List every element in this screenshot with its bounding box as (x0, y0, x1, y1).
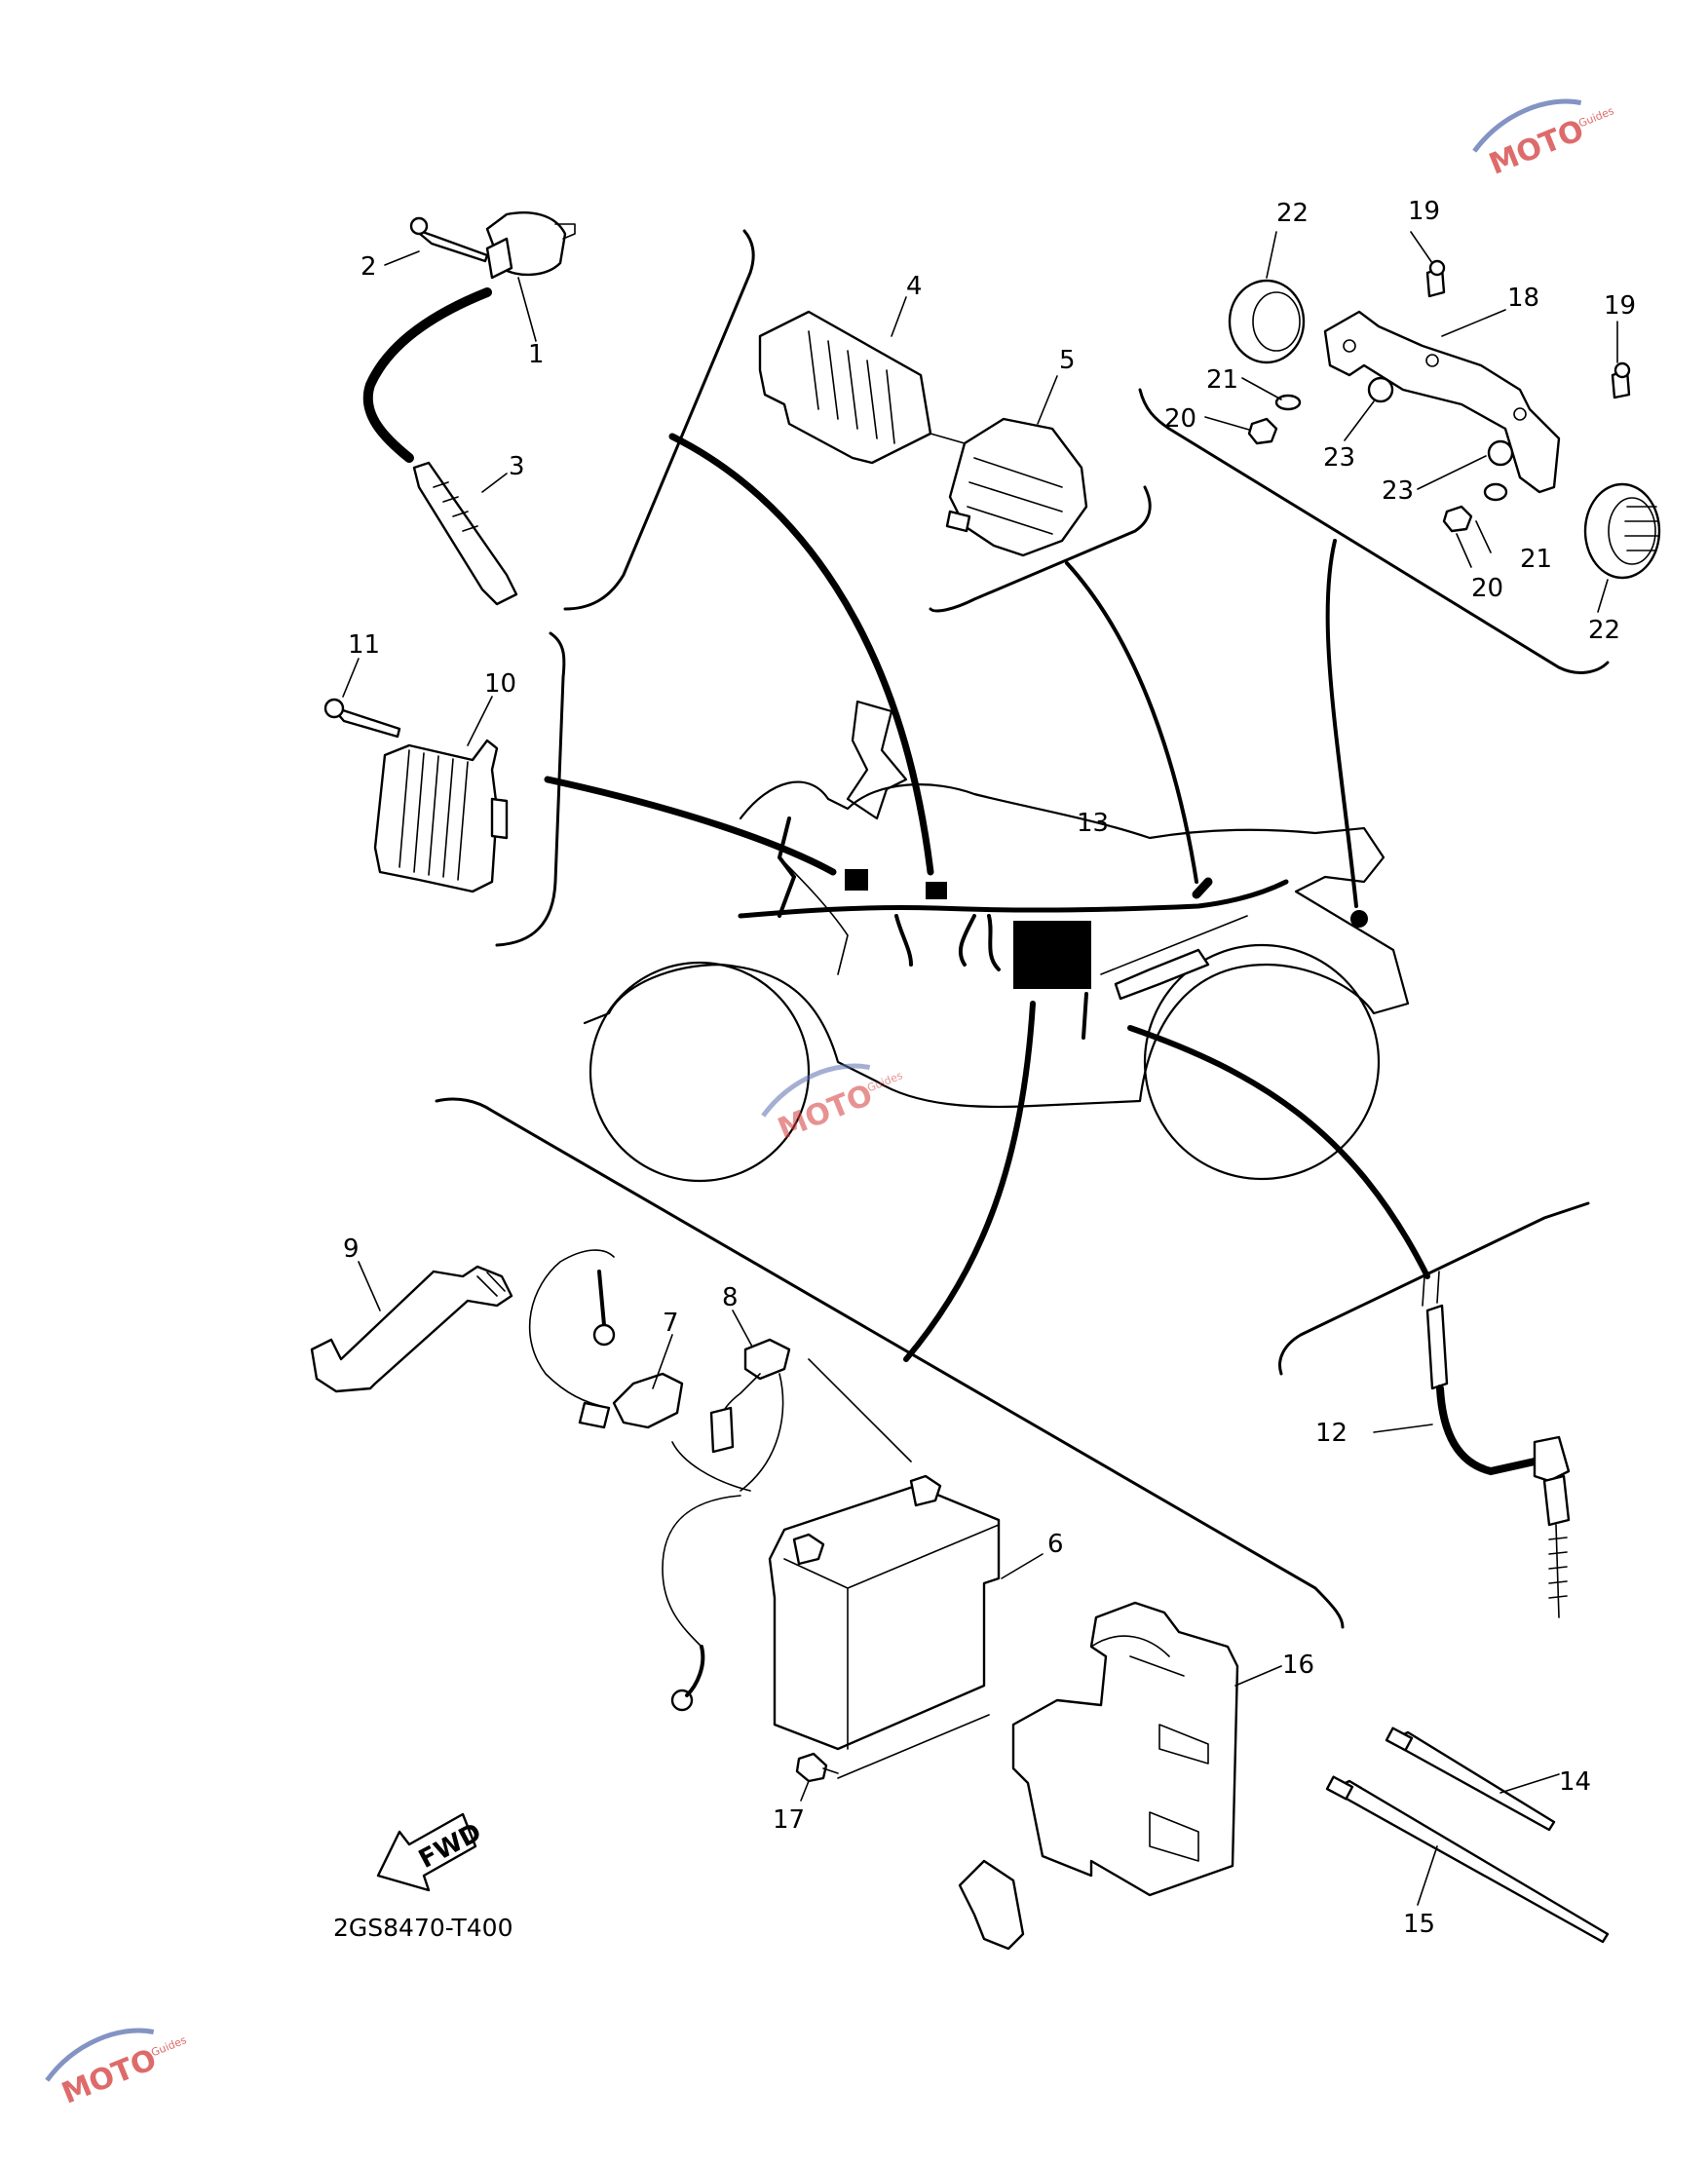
callout-18: 18 (1507, 284, 1539, 313)
part-7-fuse (612, 1372, 684, 1429)
fwd-arrow: FWD (376, 1812, 486, 1892)
watermark-logo: MOTO Guides (1472, 98, 1616, 182)
part-21-washer (1274, 394, 1302, 411)
cable-ties (1325, 1727, 1610, 1944)
callout-10: 10 (484, 669, 516, 699)
callout-19a: 19 (1408, 197, 1440, 226)
part-12-switch-lead (1425, 1304, 1449, 1390)
callout-8: 8 (722, 1283, 739, 1312)
motorcycle-outline (583, 700, 1410, 1183)
part-16-battery-box (1011, 1601, 1239, 1897)
junction-box (1013, 921, 1091, 989)
wire-harness (738, 816, 1368, 1040)
callout-1: 1 (528, 340, 545, 369)
callout-23a: 23 (1323, 443, 1355, 473)
callout-7: 7 (663, 1309, 679, 1338)
connector-block (926, 882, 947, 899)
neutral-switch-group (1373, 1271, 1571, 1618)
reflector-group (1204, 231, 1661, 613)
part-8-terminal (743, 1338, 791, 1381)
callout-21b: 21 (1520, 545, 1552, 574)
part-20-nut (1247, 417, 1278, 445)
part-22-reflector (1583, 482, 1661, 580)
callout-19b: 19 (1604, 291, 1636, 321)
callout-3: 3 (509, 452, 525, 481)
callout-16: 16 (1282, 1651, 1314, 1680)
callout-20b: 20 (1471, 574, 1503, 603)
callout-23b: 23 (1382, 476, 1414, 506)
watermark-logo: MOTO Guides (45, 2028, 189, 2111)
part-9-battery-band (310, 1265, 513, 1393)
part-15-cable-tie (1333, 1779, 1610, 1944)
callout-13: 13 (1077, 809, 1109, 838)
part-3-plug-cap (412, 461, 518, 606)
part-17-bolt (795, 1752, 828, 1783)
callout-11: 11 (348, 630, 380, 660)
part-22-reflector (1228, 279, 1306, 364)
callout-22a: 22 (1276, 199, 1309, 228)
ignition-group (362, 211, 576, 606)
part-23-nut (1487, 439, 1514, 467)
part-14-cable-tie (1391, 1730, 1556, 1832)
callout-15: 15 (1403, 1910, 1435, 1939)
callout-21a: 21 (1206, 365, 1238, 395)
part-18-bracket (1323, 310, 1561, 494)
part-2-bolt (412, 227, 489, 263)
callout-6: 6 (1047, 1530, 1064, 1559)
callout-2: 2 (361, 252, 377, 282)
panel-borders (435, 229, 1610, 1629)
callout-12: 12 (1315, 1419, 1347, 1448)
callout-20a: 20 (1164, 404, 1196, 434)
part-20-nut (1442, 505, 1473, 533)
part-4-cdi-unit (758, 310, 932, 465)
leader-curves (544, 433, 1430, 1362)
diagram-code: 2GS8470-T400 (333, 1914, 513, 1942)
cdi-group (758, 296, 1088, 557)
watermark-subtext: Guides (1576, 104, 1615, 130)
watermark-subtext: Guides (865, 1069, 904, 1094)
watermark-subtext: Guides (149, 2033, 188, 2059)
callout-5: 5 (1059, 346, 1076, 375)
callout-22b: 22 (1588, 616, 1620, 645)
callout-labels: 1 2 3 4 5 6 7 8 9 10 11 12 13 14 15 16 1… (343, 197, 1636, 1939)
connector-block (845, 869, 868, 891)
battery-group (310, 1249, 1282, 1951)
part-10-rectifier (373, 739, 499, 893)
callout-4: 4 (906, 272, 923, 301)
part-21-washer (1483, 482, 1508, 502)
rectifier-group (323, 658, 509, 893)
part-5-relay (948, 417, 1088, 557)
callout-9: 9 (343, 1234, 360, 1264)
part-23-nut (1367, 376, 1394, 403)
watermark-logo: MOTO Guides (761, 1063, 905, 1147)
callout-14: 14 (1559, 1767, 1591, 1797)
part-6-battery (768, 1484, 1001, 1751)
callout-17: 17 (773, 1805, 805, 1835)
